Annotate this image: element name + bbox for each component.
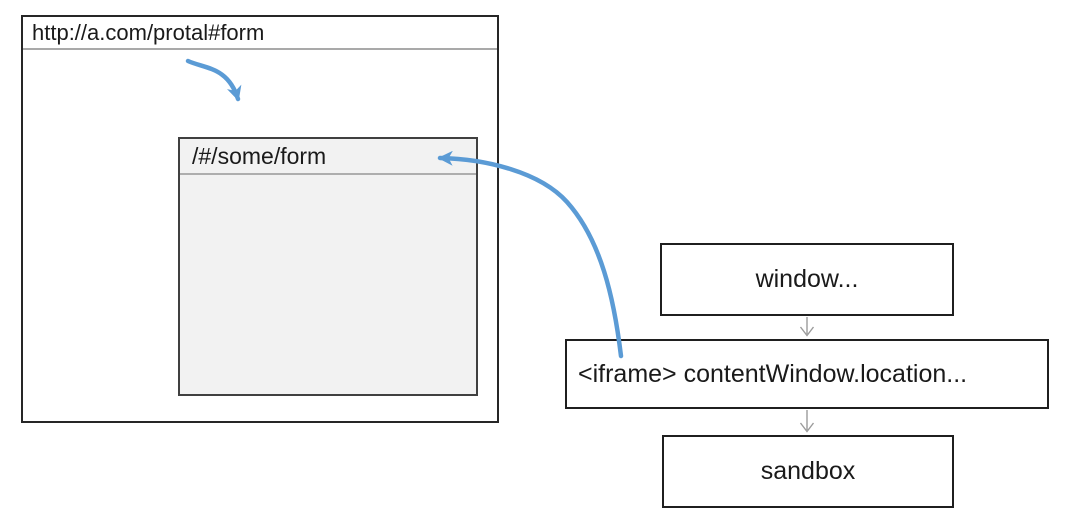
flow-node-sandbox: sandbox [662,435,954,508]
iframe-url-text: /#/some/form [192,142,327,169]
browser-url-text: http://a.com/protal#form [32,19,265,45]
browser-address-bar: http://a.com/protal#form [23,17,497,50]
iframe-panel: /#/some/form [178,137,478,396]
connector-arrow-iframe-to-sandbox [799,410,815,433]
flow-node-iframe-label: <iframe> contentWindow.location... [578,359,968,388]
flow-node-iframe-contentwindow: <iframe> contentWindow.location... [565,339,1049,409]
iframe-address-bar: /#/some/form [180,139,476,175]
connector-arrow-window-to-iframe [799,317,815,337]
flow-node-sandbox-label: sandbox [760,457,856,485]
iframe-body [180,175,476,394]
flow-node-window-label: window... [755,265,859,293]
flow-node-window: window... [660,243,954,316]
